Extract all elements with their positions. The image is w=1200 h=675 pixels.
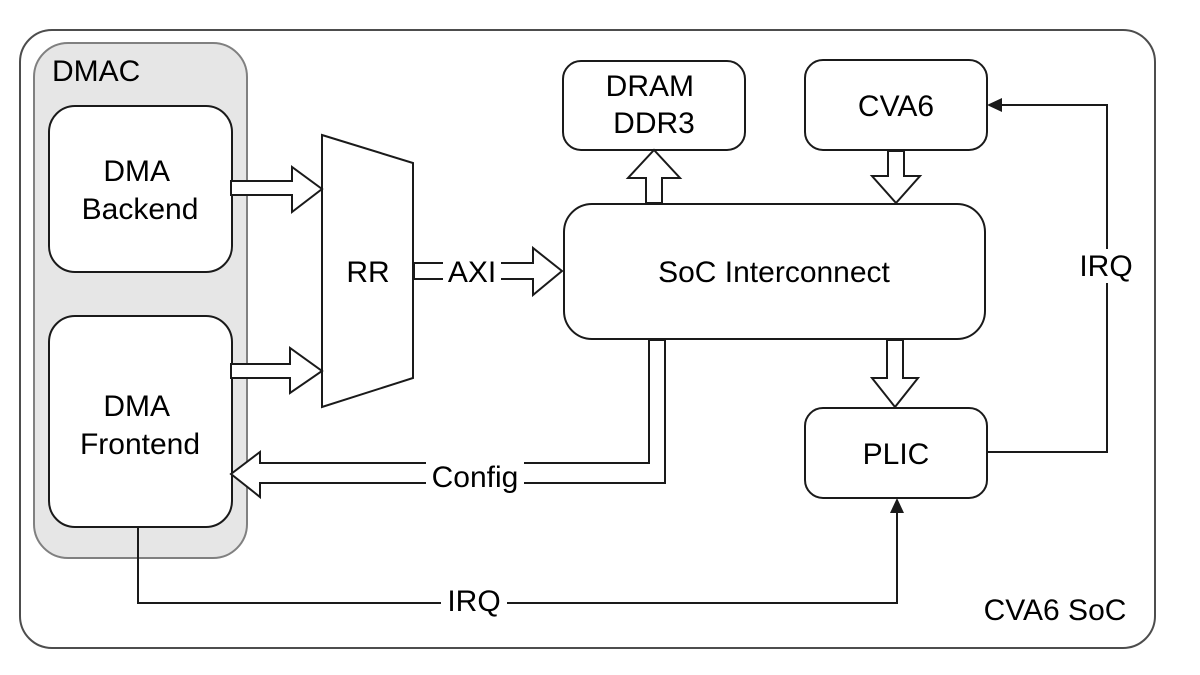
dma-frontend-label-line1: DMA: [103, 390, 170, 423]
dram-label-line1: DRAM: [606, 70, 694, 103]
irq-bottom-label-bg: [441, 585, 507, 618]
dram-ddr3-label: DRAM DDR3: [606, 70, 703, 140]
irq-right-label: IRQ: [1079, 250, 1132, 283]
plic-label: PLIC: [863, 438, 930, 471]
axi-label: AXI: [448, 256, 496, 289]
dma-frontend-label-line2: Frontend: [80, 428, 200, 461]
irq-dma-to-plic-line: [137, 510, 898, 604]
axi-label-bg: [443, 256, 501, 288]
dma-backend-label-line1: DMA: [103, 155, 170, 188]
rr-mux-label: RR: [346, 256, 389, 289]
dma-backend-label-line2: Backend: [82, 193, 199, 226]
config-label-bg: [426, 461, 524, 492]
irq-bottom-label: IRQ: [447, 585, 500, 618]
dmac-label: DMAC: [52, 55, 140, 88]
interconnect-to-dram-arrow: [625, 148, 683, 204]
irq-dma-to-plic-arrowhead: [890, 498, 904, 513]
interconnect-to-plic-arrow: [869, 339, 921, 409]
dram-label-line2: DDR3: [613, 107, 695, 140]
dma-frontend-label: DMA Frontend: [80, 390, 200, 461]
dma-backend-box: [48, 105, 233, 273]
dma-backend-label: DMA Backend: [82, 155, 199, 226]
rr-mux-shape: [321, 133, 414, 409]
cva6-to-interconnect-arrow: [869, 150, 923, 205]
dma-frontend-box: [48, 315, 233, 528]
soc-interconnect-label: SoC Interconnect: [658, 256, 890, 289]
frontend-to-rr-arrow: [230, 346, 324, 395]
soc-interconnect-box: [563, 203, 986, 340]
irq-right-label-bg: [1078, 249, 1136, 283]
irq-plic-to-cva6-arrowhead: [987, 98, 1002, 112]
system-label: CVA6 SoC: [984, 594, 1127, 627]
config-label: Config: [432, 461, 519, 494]
backend-to-rr-arrow: [230, 165, 324, 215]
cva6-label: CVA6: [858, 90, 934, 123]
